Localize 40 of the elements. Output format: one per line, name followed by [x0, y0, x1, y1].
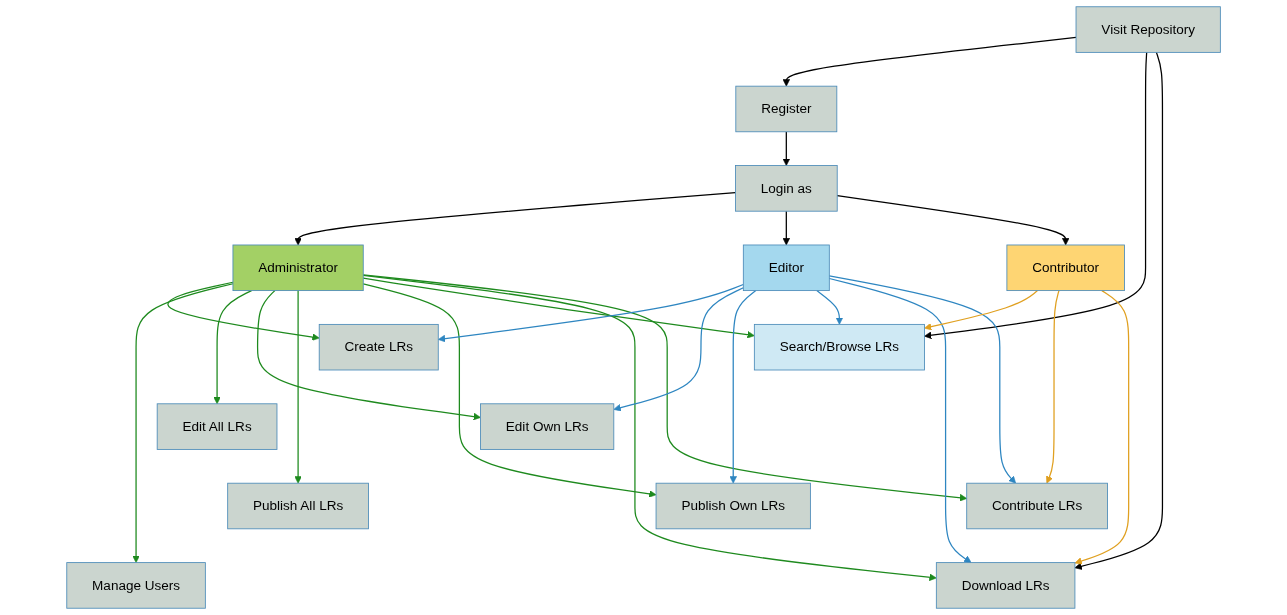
node-box: Visit Repository — [1075, 6, 1221, 53]
arrow — [437, 283, 744, 343]
arrow — [782, 36, 1077, 87]
arrow — [1045, 289, 1060, 484]
arrow — [256, 289, 481, 421]
arrow — [729, 289, 757, 484]
node-box: Editor — [742, 244, 830, 292]
arrow — [828, 277, 972, 563]
node-box: Contribute LRs — [966, 482, 1108, 530]
arrow — [1074, 289, 1130, 565]
arrow — [132, 283, 234, 563]
node-box: Search/Browse LRs — [753, 323, 925, 371]
arrow — [836, 194, 1070, 246]
arrow — [294, 191, 736, 246]
arrow — [924, 289, 1039, 331]
node-box: Manage Users — [66, 562, 206, 609]
node-box: Publish Own LRs — [655, 482, 811, 530]
arrow — [782, 210, 790, 246]
arrow — [294, 289, 302, 484]
arrow — [924, 51, 1148, 339]
arrow — [362, 274, 967, 502]
node-box: Login as — [734, 165, 838, 212]
arrow — [816, 289, 844, 325]
arrow — [362, 283, 657, 498]
node-box: Contributor — [1006, 244, 1125, 292]
arrow — [362, 277, 755, 339]
arrow — [613, 287, 744, 412]
node-box: Download LRs — [935, 562, 1076, 609]
node-box: Create LRs — [318, 323, 439, 371]
arrow — [828, 275, 1016, 484]
arrow — [167, 281, 320, 341]
arrow — [362, 274, 937, 581]
node-box: Register — [735, 85, 838, 133]
arrow — [782, 131, 790, 166]
node-box: Edit Own LRs — [480, 403, 615, 450]
arrow — [1074, 51, 1164, 570]
node-box: Edit All LRs — [156, 403, 278, 450]
node-box: Administrator — [232, 244, 364, 292]
arrow — [213, 289, 253, 405]
node-box: Publish All LRs — [227, 482, 369, 530]
